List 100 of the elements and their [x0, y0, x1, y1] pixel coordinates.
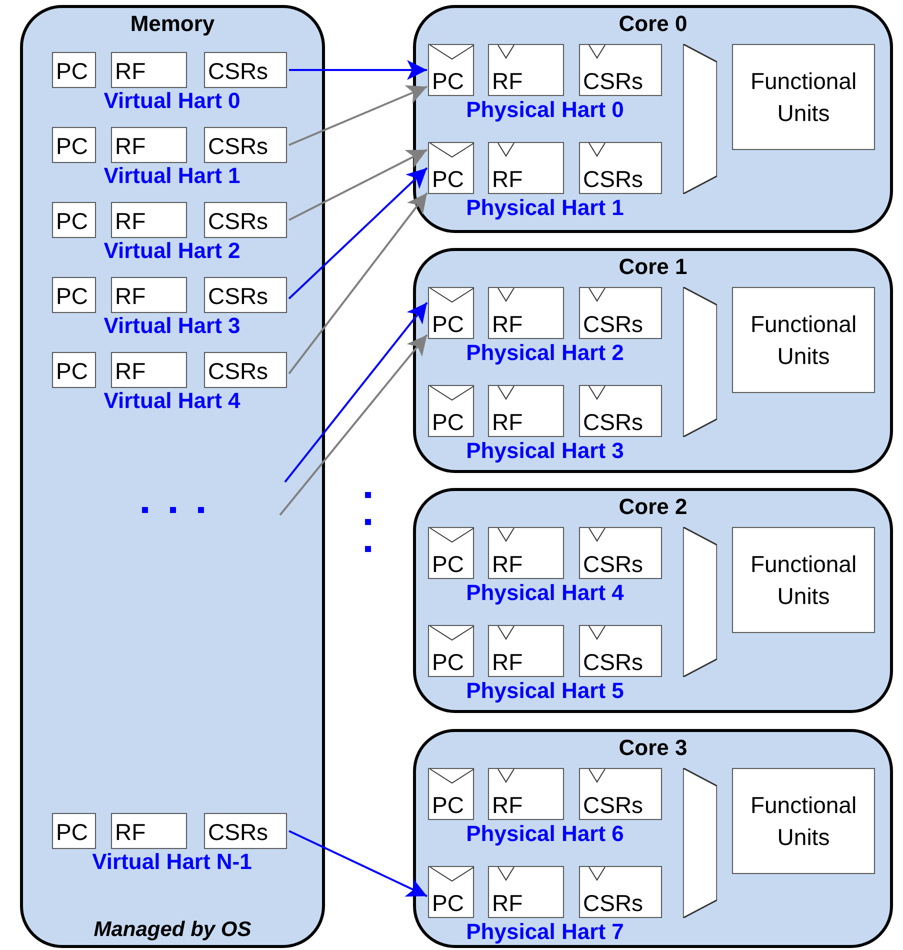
register-name: RF [492, 890, 523, 916]
register-name: CSRs [208, 358, 268, 384]
register-name: PC [432, 551, 464, 577]
register-box [488, 287, 564, 339]
hart-label: Physical Hart 5 [466, 679, 624, 703]
register-name: PC [56, 58, 88, 84]
register-name: RF [115, 208, 146, 234]
register-name: PC [432, 649, 464, 675]
register-box [111, 352, 187, 388]
register-box [488, 768, 564, 820]
multiplexer-shape [683, 527, 717, 677]
hart-label: Physical Hart 4 [466, 581, 624, 605]
register-box [428, 142, 474, 194]
memory-panel [20, 5, 325, 948]
arrow [288, 192, 428, 374]
register-box [428, 527, 474, 579]
register-name: PC [56, 283, 88, 309]
panel-title: Core 3 [618, 735, 688, 761]
register-box [488, 385, 564, 437]
core-panel [413, 488, 893, 713]
functional-units-box [732, 527, 875, 633]
box-text: Functional Units [749, 791, 858, 852]
hart-label: Virtual Hart 4 [104, 389, 240, 413]
register-name: RF [492, 792, 523, 818]
hart-label: Physical Hart 6 [466, 822, 624, 846]
register-name: CSRs [583, 68, 644, 94]
panel-title: Core 0 [618, 11, 688, 37]
register-name: CSRs [583, 890, 644, 916]
functional-units-box [732, 287, 875, 393]
register-box [488, 44, 564, 96]
hart-label: Virtual Hart 2 [104, 239, 240, 263]
register-box [52, 277, 96, 313]
register-box [52, 52, 96, 88]
register-box [579, 768, 662, 820]
box-text: Functional Units [749, 310, 858, 371]
register-box [579, 866, 662, 918]
register-box [111, 127, 187, 163]
functional-units-box [732, 768, 875, 874]
hart-label: Physical Hart 1 [466, 196, 624, 220]
register-box [488, 866, 564, 918]
register-box [111, 52, 187, 88]
register-box [428, 768, 474, 820]
register-box [488, 625, 564, 677]
register-box [204, 352, 287, 388]
register-box [428, 287, 474, 339]
multiplexer-shape [683, 44, 717, 194]
register-name: CSRs [583, 409, 644, 435]
register-box [111, 202, 187, 238]
register-name: CSRs [583, 792, 644, 818]
register-name: CSRs [208, 819, 268, 845]
register-name: CSRs [208, 208, 268, 234]
register-box [52, 127, 96, 163]
core-panel [413, 729, 893, 948]
register-name: PC [432, 409, 464, 435]
register-box [204, 202, 287, 238]
register-box [111, 277, 187, 313]
register-box [204, 277, 287, 313]
core-panel [413, 5, 893, 233]
arrow [284, 302, 428, 483]
register-box [428, 44, 474, 96]
register-name: PC [56, 819, 88, 845]
panel-title: Memory [129, 11, 216, 37]
box-text: Functional Units [749, 550, 858, 611]
register-name: RF [492, 551, 523, 577]
register-name: PC [432, 166, 464, 192]
arrow [288, 148, 428, 221]
register-name: RF [492, 311, 523, 337]
register-name: PC [56, 133, 88, 159]
register-name: CSRs [583, 166, 644, 192]
register-box [428, 866, 474, 918]
register-name: CSRs [583, 311, 644, 337]
register-name: RF [492, 68, 523, 94]
register-box [579, 287, 662, 339]
register-name: RF [115, 58, 146, 84]
register-box [579, 142, 662, 194]
arrow [288, 167, 428, 300]
hart-label: Virtual Hart 0 [104, 89, 240, 113]
register-box [428, 385, 474, 437]
register-name: CSRs [208, 58, 268, 84]
register-box [579, 625, 662, 677]
register-box [204, 813, 287, 849]
register-box [204, 52, 287, 88]
register-box [204, 127, 287, 163]
register-name: RF [492, 649, 523, 675]
register-name: CSRs [583, 649, 644, 675]
functional-units-box [732, 44, 875, 150]
hart-label: Physical Hart 7 [466, 920, 624, 944]
arrow [288, 830, 428, 898]
register-name: CSRs [208, 133, 268, 159]
hart-label: Physical Hart 0 [466, 98, 624, 122]
hart-label: Physical Hart 3 [466, 439, 624, 463]
hart-label: Virtual Hart 1 [104, 164, 240, 188]
register-name: RF [115, 133, 146, 159]
arrow [279, 334, 428, 516]
register-box [428, 625, 474, 677]
register-box [52, 352, 96, 388]
register-name: CSRs [583, 551, 644, 577]
multiplexer-shape [683, 287, 717, 437]
register-box [52, 202, 96, 238]
register-name: RF [115, 283, 146, 309]
